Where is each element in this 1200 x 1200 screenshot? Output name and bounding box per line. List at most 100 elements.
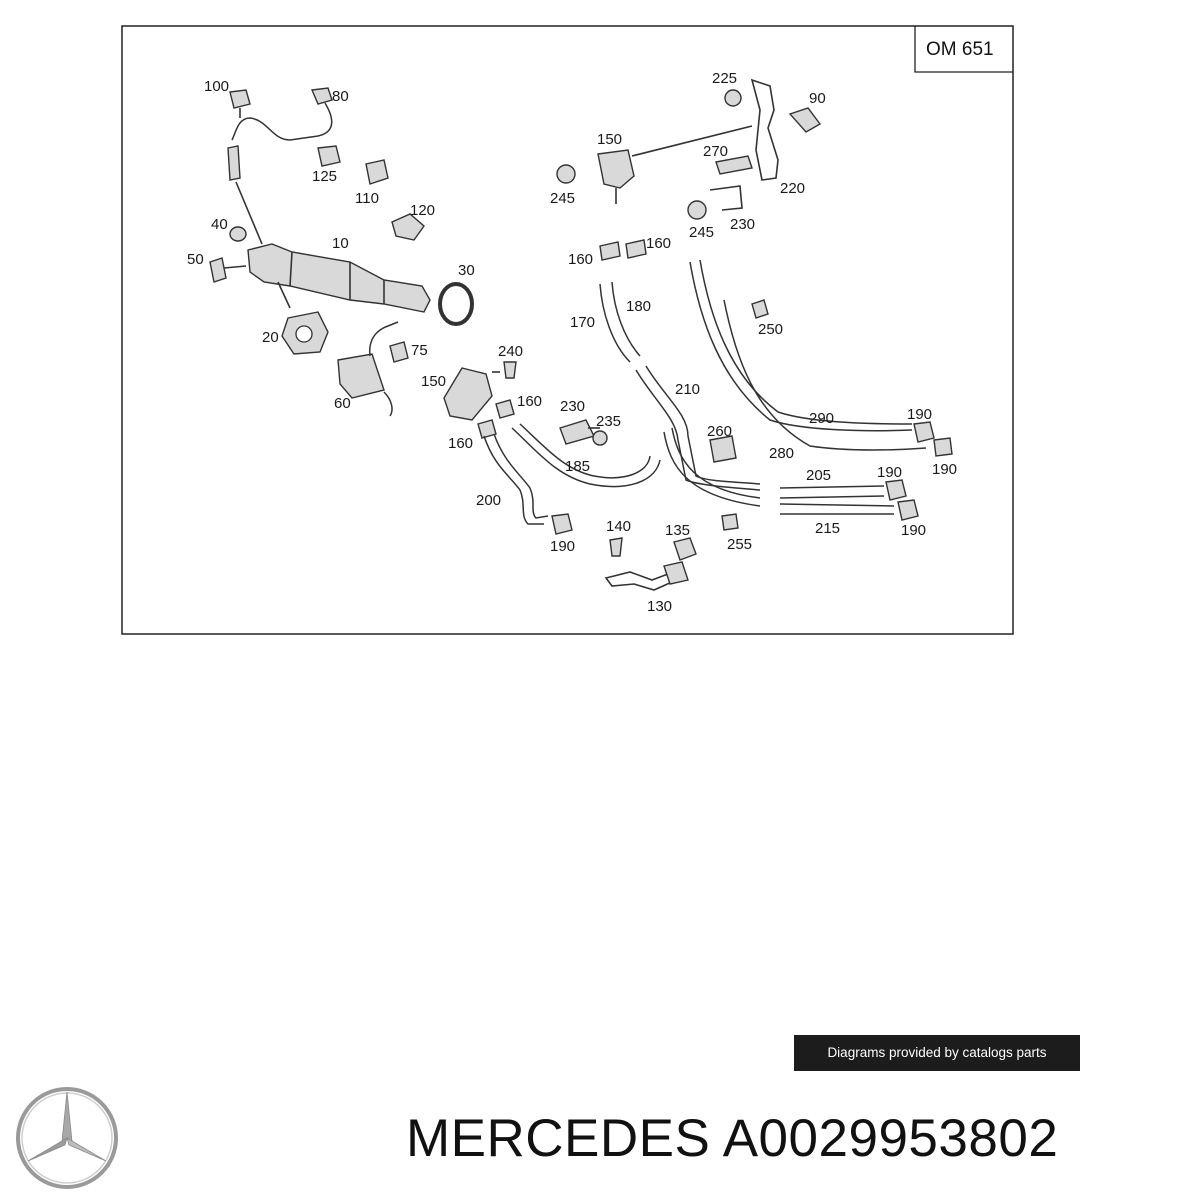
seal-ring-40	[229, 226, 247, 242]
bolt-140	[609, 537, 623, 557]
clamps-190a-b	[913, 421, 953, 457]
callout-170: 170	[570, 314, 595, 331]
callout-190d: 190	[877, 464, 902, 481]
callout-160a: 160	[568, 251, 593, 268]
callout-255: 255	[727, 536, 752, 553]
callout-30: 30	[458, 262, 475, 279]
callout-180: 180	[626, 298, 651, 315]
engine-code: OM 651	[926, 39, 994, 60]
callout-190e: 190	[901, 522, 926, 539]
callout-90: 90	[809, 90, 826, 107]
callout-140: 140	[606, 518, 631, 535]
connector-110	[365, 159, 389, 185]
sensor-60	[337, 321, 399, 417]
callout-245a: 245	[550, 190, 575, 207]
credit-banner: Diagrams provided by catalogs parts	[794, 1035, 1080, 1071]
callout-240: 240	[498, 343, 523, 360]
hose-185	[511, 423, 661, 488]
engine-code-box	[914, 26, 1013, 73]
callout-150a: 150	[597, 131, 622, 148]
bracket-125	[317, 145, 341, 167]
bracket-120	[391, 213, 425, 241]
sensor-probe-40-line	[227, 145, 263, 245]
gasket-20	[281, 311, 329, 355]
clamp-30	[438, 282, 474, 326]
callout-75: 75	[411, 342, 428, 359]
clip-160c	[495, 399, 515, 419]
callout-190a: 190	[907, 406, 932, 423]
callout-215: 215	[815, 520, 840, 537]
pressure-sensor-150a	[597, 125, 753, 204]
nut-225	[724, 89, 742, 107]
nut-245a	[556, 164, 576, 184]
sensor-135	[673, 537, 697, 561]
catalytic-converter-10	[247, 243, 431, 313]
callout-160d: 160	[448, 435, 473, 452]
callout-40: 40	[211, 216, 228, 233]
callout-120: 120	[410, 202, 435, 219]
pressure-sensor-150b	[443, 367, 500, 421]
clip-90	[788, 107, 822, 133]
callout-110: 110	[355, 190, 379, 207]
parts-diagram: OM 651	[121, 25, 1014, 635]
callout-220: 220	[780, 180, 805, 197]
callout-10: 10	[332, 235, 349, 252]
clamps-190d-e	[885, 479, 919, 521]
callout-190b: 190	[932, 461, 957, 478]
callout-60: 60	[334, 395, 351, 412]
diagram-frame	[121, 25, 1014, 635]
bracket-130	[604, 561, 689, 591]
bracket-230a	[709, 185, 743, 211]
hoses-205-215	[779, 485, 895, 515]
callout-230b: 230	[560, 398, 585, 415]
callout-labels: 100 80 125 110 120 40 10 50 30 20 75 60 …	[187, 70, 957, 615]
callout-20: 20	[262, 329, 279, 346]
callout-185: 185	[565, 458, 590, 475]
screw-240	[503, 361, 517, 379]
callout-210: 210	[675, 381, 700, 398]
oxygen-sensor-80	[231, 87, 333, 141]
callout-250: 250	[758, 321, 783, 338]
hose-200	[483, 433, 549, 525]
callout-260: 260	[707, 423, 732, 440]
clips-160a-b	[599, 239, 647, 261]
callout-205: 205	[806, 467, 831, 484]
callout-230a: 230	[730, 216, 755, 233]
hose-170-180	[599, 281, 641, 363]
callout-130: 130	[647, 598, 672, 615]
screw-50	[209, 257, 247, 283]
clip-190c	[551, 513, 573, 535]
clip-250	[751, 299, 769, 319]
clip-75	[389, 341, 409, 363]
clip-100	[229, 89, 251, 118]
callout-160c: 160	[517, 393, 542, 410]
callout-50: 50	[187, 251, 204, 268]
callout-160b: 160	[646, 235, 671, 252]
callout-245b: 245	[689, 224, 714, 241]
callout-150b: 150	[421, 373, 446, 390]
clip-160d	[477, 419, 497, 439]
callout-290: 290	[809, 410, 834, 427]
callout-225: 225	[712, 70, 737, 87]
callout-100: 100	[204, 78, 229, 95]
callout-235: 235	[596, 413, 621, 430]
part-number: A0029953802	[722, 1109, 1059, 1168]
callout-80: 80	[332, 88, 349, 105]
callout-200: 200	[476, 492, 501, 509]
valve-270	[715, 155, 753, 175]
mercedes-star-icon	[16, 1087, 118, 1189]
brand-name: MERCEDES	[406, 1109, 711, 1168]
clip-260	[709, 435, 737, 463]
hose-210	[635, 365, 761, 507]
callout-125: 125	[312, 168, 337, 185]
callout-270: 270	[703, 143, 728, 160]
hose-290-280	[689, 259, 927, 451]
bracket-220	[750, 78, 779, 181]
clip-255	[721, 513, 739, 531]
callout-190c: 190	[550, 538, 575, 555]
nut-245b	[687, 200, 707, 220]
nut-235	[592, 430, 608, 446]
part-title: MERCEDES A0029953802	[406, 1108, 1058, 1169]
callout-135: 135	[665, 522, 690, 539]
